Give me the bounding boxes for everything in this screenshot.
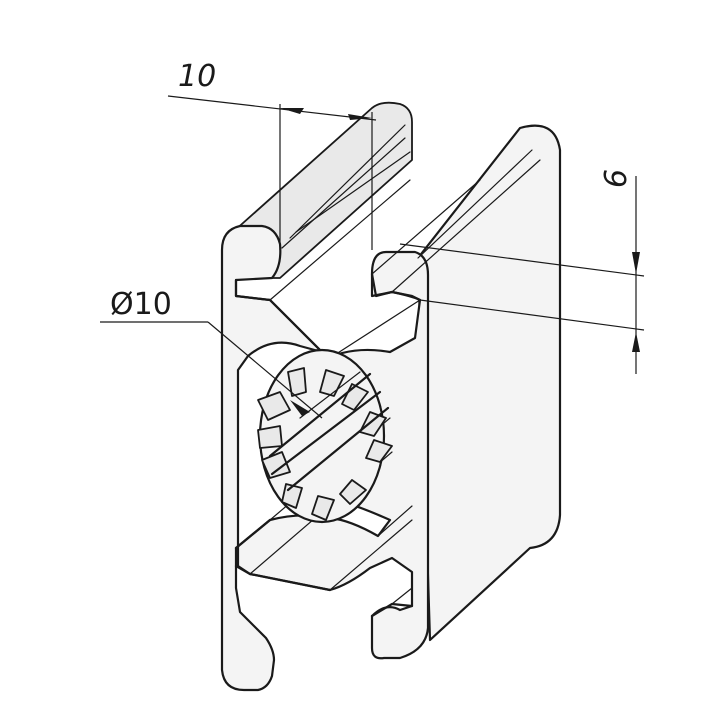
dimension-diameter-label: Ø10 (110, 287, 172, 322)
dimension-height-label: 6 (599, 169, 634, 188)
dimension-diameter: Ø10 (100, 287, 323, 419)
star-bore-teeth (257, 367, 393, 521)
dimension-width: 10 (167, 59, 377, 250)
dimension-width-label: 10 (178, 59, 216, 94)
core-bore (257, 348, 393, 524)
channel-outlines (234, 149, 541, 618)
dimension-height: 6 (399, 169, 645, 374)
